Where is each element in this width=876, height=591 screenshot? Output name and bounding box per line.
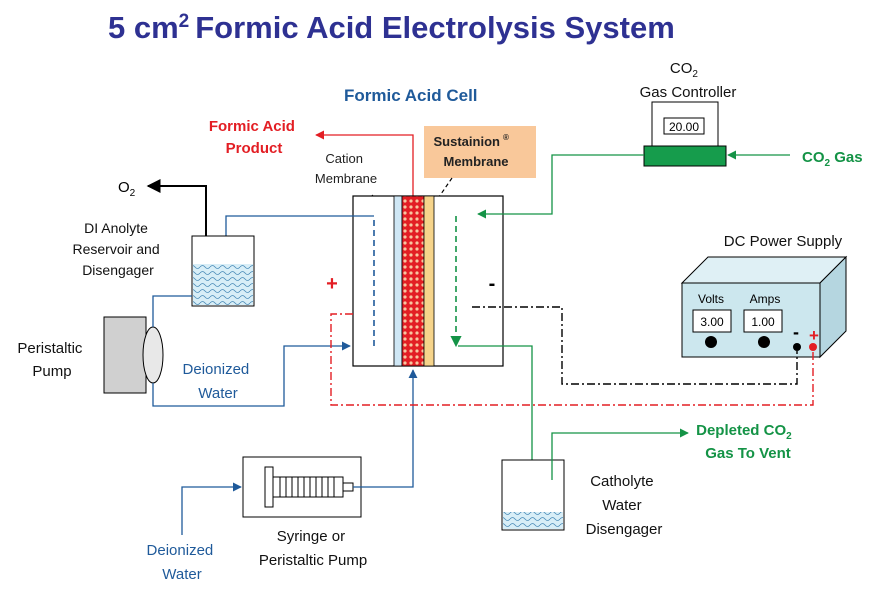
sustainion-membrane: [423, 195, 435, 367]
cation-membrane-label: Cation Membrane: [315, 151, 377, 186]
catholyte-water-level: [503, 512, 563, 529]
volts-knob[interactable]: [705, 336, 717, 348]
deionized-water-label-upper: Deionized Water: [183, 361, 254, 402]
syringe-to-cell-line: [353, 369, 418, 488]
amps-label: Amps: [750, 292, 781, 306]
dc-power-supply-label: DC Power Supply: [724, 233, 843, 250]
co2-controller-label: CO2 Gas Controller: [640, 60, 737, 101]
anolyte-water-level: [193, 264, 253, 305]
syringe-graduations: [279, 477, 335, 497]
o2-label: O2: [118, 179, 136, 199]
positive-terminal[interactable]: [809, 343, 817, 351]
amps-readout: 1.00: [751, 315, 775, 329]
sustainion-label-box: [424, 126, 536, 178]
sustainion-membrane-label: Sustainion® Membrane: [434, 128, 513, 169]
power-supply-top: [680, 256, 848, 284]
catalyst-layer: [401, 195, 425, 367]
syringe-pump-label: Syringe or Peristaltic Pump: [259, 528, 367, 569]
deionized-water-label-lower: Deionized Water: [147, 542, 218, 583]
di-water-to-syringe-line: [181, 482, 242, 535]
formic-acid-product-label: Formic Acid Product: [209, 118, 299, 157]
peristaltic-pump-label: Peristaltic Pump: [17, 340, 86, 380]
ps-negative-terminal-label: -: [793, 322, 799, 342]
ps-positive-terminal-label: +: [809, 326, 819, 345]
co2-flow-readout: 20.00: [669, 120, 699, 134]
o2-vent-line: [146, 179, 207, 245]
pump-to-cell-line: [152, 341, 351, 407]
co2-gas-label: CO2 Gas: [802, 149, 863, 169]
volts-readout: 3.00: [700, 315, 724, 329]
cell-title: Formic Acid Cell: [344, 86, 478, 105]
syringe-barrel: [272, 476, 344, 498]
syringe-tip: [342, 482, 354, 492]
co2-feed-line: [477, 154, 644, 219]
volts-label: Volts: [698, 292, 724, 306]
catholyte-disengager-label: Catholyte Water Disengager: [586, 473, 663, 538]
peristaltic-pump-head: [142, 326, 164, 384]
volts-display: [692, 309, 732, 333]
anode-plate: [393, 195, 403, 367]
amps-display: [743, 309, 783, 333]
anode-plus-sign: +: [326, 273, 338, 295]
negative-wire: [472, 306, 798, 385]
depleted-co2-vent-line: [551, 428, 689, 480]
reservoir-to-pump-line: [152, 295, 192, 327]
peristaltic-pump-body: [103, 316, 147, 394]
negative-terminal[interactable]: [793, 343, 801, 351]
di-anolyte-reservoir-label: DI Anolyte Reservoir and Disengager: [72, 220, 163, 278]
amps-knob[interactable]: [758, 336, 770, 348]
positive-wire: [330, 313, 814, 406]
catholyte-outlet-line: [458, 345, 537, 481]
syringe-plunger-head: [264, 466, 274, 508]
cathode-minus-sign: -: [489, 273, 496, 295]
co2-controller-base: [643, 145, 727, 167]
co2-flow-display: [663, 117, 705, 135]
product-flow-line: [315, 130, 414, 196]
depleted-co2-label: Depleted CO2 Gas To Vent: [696, 422, 796, 462]
